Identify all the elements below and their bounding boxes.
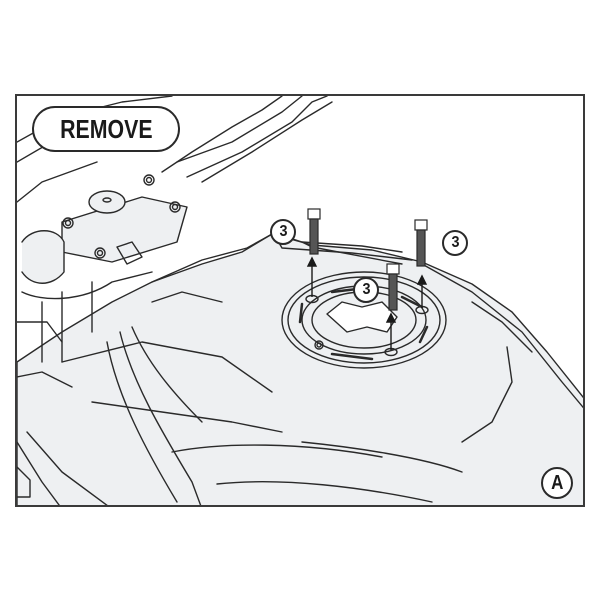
fuel-tank-body [17, 233, 583, 505]
callout-number: 3 [361, 281, 371, 298]
callout-screw-left: 3 [270, 219, 296, 245]
callout-number: 3 [450, 234, 460, 251]
screw-left [307, 208, 321, 255]
line-art [17, 96, 583, 505]
illustration-frame [15, 94, 585, 507]
remove-label-text: REMOVE [59, 113, 153, 144]
callout-screw-center: 3 [353, 277, 379, 303]
filler-cap-flap [326, 301, 398, 333]
screw-right [414, 219, 428, 267]
view-label-circle: A [541, 467, 573, 499]
tank-lock-ring-outer [281, 271, 447, 369]
callout-number: 3 [278, 223, 288, 240]
remove-action-label: REMOVE [32, 106, 180, 152]
callout-screw-right: 3 [442, 230, 468, 256]
view-label-text: A [550, 471, 564, 494]
triple-clamp [61, 196, 188, 263]
screw-center [386, 263, 400, 311]
screws [307, 208, 428, 311]
removal-arrows [306, 256, 428, 350]
